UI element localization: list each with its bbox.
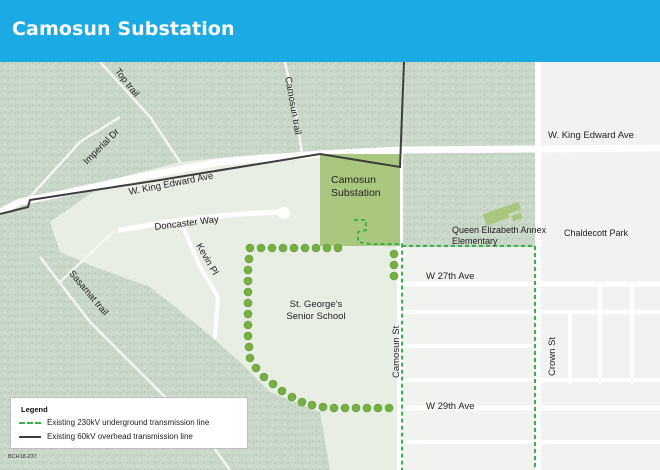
map-graphic [0, 62, 660, 470]
substation-parcel [320, 154, 400, 246]
underground-230kv-line [354, 219, 536, 470]
figure-code: BCH18-237 [8, 454, 37, 460]
page-title: Camosun Substation [12, 18, 235, 40]
trail-top [99, 62, 182, 163]
title-bar: Camosun Substation [0, 0, 660, 62]
trail-imperial [29, 115, 121, 198]
label-substation: Camosun Substation [331, 174, 401, 200]
road-kevin-pl [178, 218, 221, 339]
label-crown-st: Crown St [547, 336, 558, 376]
label-st-georges: St. George’s Senior School [276, 299, 356, 323]
road-w-king-edward-east [396, 144, 660, 154]
road-doncaster-way [117, 209, 285, 233]
legend-item-overhead: Existing 60kV overhead transmission line [19, 432, 193, 441]
label-w-27th-ave: W 27th Ave [426, 271, 475, 282]
map-legend: Legend Existing 230kV underground transm… [10, 397, 248, 449]
trail-sasamat [39, 256, 232, 470]
trail-sasamat-link [59, 229, 116, 283]
legend-label-underground: Existing 230kV underground transmission … [47, 418, 210, 427]
label-queen-elizabeth: Queen Elizabeth Annex Elementary [452, 225, 552, 247]
label-w-king-edward-east: W. King Edward Ave [548, 130, 634, 141]
legend-title: Legend [21, 405, 48, 414]
label-w-29th-ave: W 29th Ave [426, 401, 475, 412]
st-georges-tree-line [243, 243, 399, 413]
label-chaldecott-park: Chaldecott Park [564, 228, 629, 238]
map-canvas[interactable]: Top trail Camosun trail Imperial Dr W. K… [0, 62, 660, 470]
trail-network [29, 62, 304, 470]
doncaster-cul-de-sac [278, 207, 290, 219]
substation-name: Camosun Substation [331, 174, 381, 199]
label-camosun-st: Camosun St [391, 325, 402, 378]
st-georges-name: St. George’s Senior School [286, 299, 346, 322]
queen-elizabeth-name: Queen Elizabeth Annex Elementary [452, 225, 547, 246]
solid-line-swatch-icon [19, 435, 41, 438]
legend-item-underground: Existing 230kV underground transmission … [19, 418, 209, 427]
park-clearing [50, 150, 402, 470]
urban-area [538, 62, 660, 470]
queen-elizabeth-buildings [482, 201, 523, 226]
overhead-60kv-line [0, 62, 405, 215]
legend-label-overhead: Existing 60kV overhead transmission line [47, 432, 193, 441]
trail-camosun [283, 62, 304, 155]
dashed-line-swatch-icon [19, 421, 41, 424]
